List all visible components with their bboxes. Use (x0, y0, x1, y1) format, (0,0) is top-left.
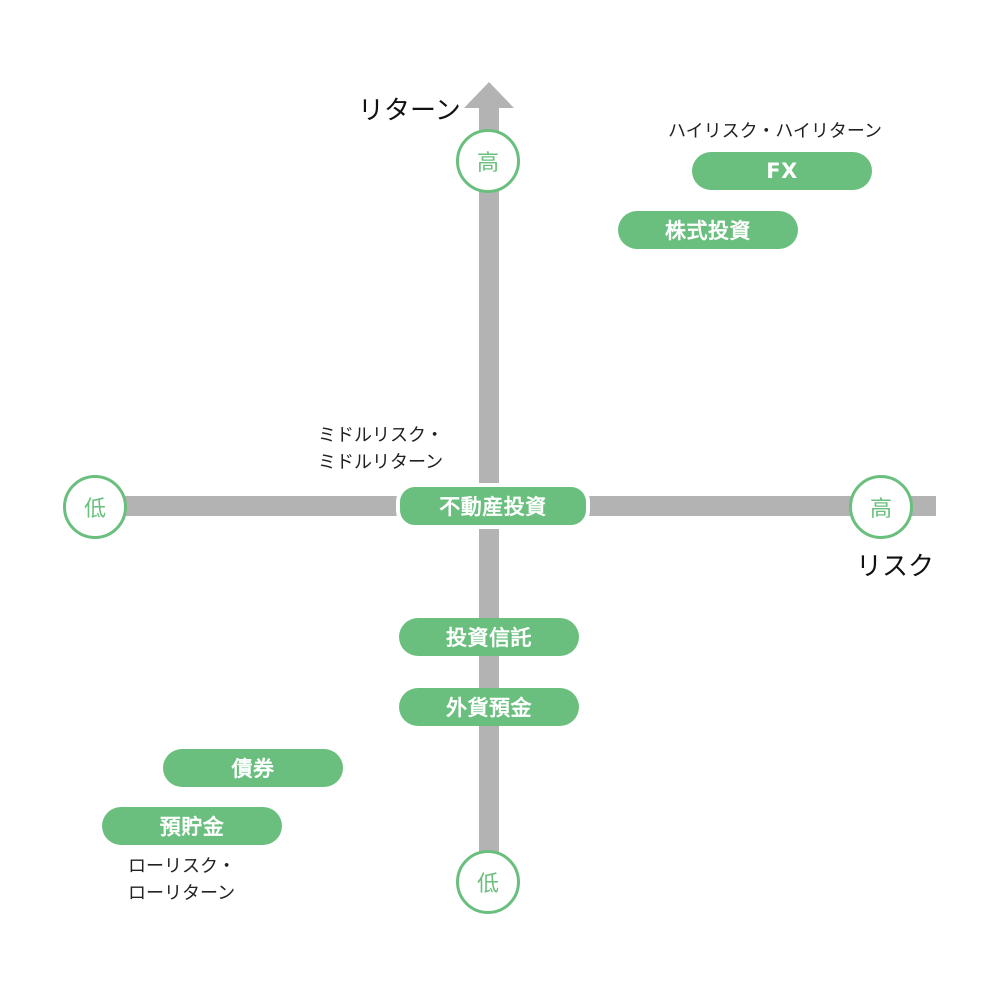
low-risk-label: ローリスク・ ローリターン (128, 856, 236, 904)
item-investment-trust: 投資信託 (399, 618, 579, 656)
horizontal-axis-title: リスク (856, 552, 935, 582)
vertical-axis-arrow-icon (464, 82, 514, 108)
horizontal-low-marker: 低 (63, 475, 127, 539)
vertical-high-marker: 高 (456, 129, 520, 193)
item-real-estate: 不動産投資 (396, 483, 590, 529)
item-foreign-deposit: 外貨預金 (399, 688, 579, 726)
item-bonds: 債券 (163, 749, 343, 787)
item-savings: 預貯金 (102, 807, 282, 845)
middle-risk-label: ミドルリスク・ ミドルリターン (318, 425, 444, 473)
vertical-axis-title: リターン (358, 96, 461, 126)
vertical-low-marker: 低 (456, 850, 520, 914)
item-stocks: 株式投資 (618, 211, 798, 249)
horizontal-high-marker: 高 (849, 475, 913, 539)
item-fx: FX (692, 152, 872, 190)
high-risk-label: ハイリスク・ハイリターン (668, 121, 883, 142)
